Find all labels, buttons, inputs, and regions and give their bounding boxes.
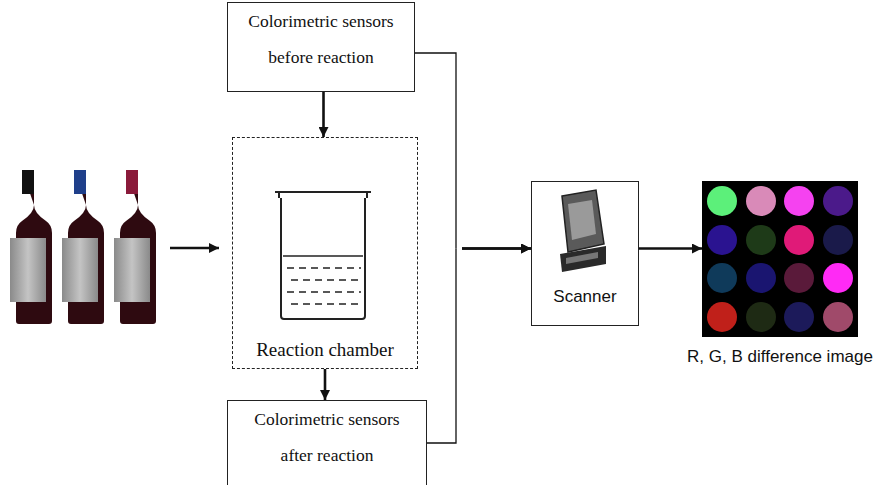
image-caption: R, G, B difference image bbox=[672, 347, 888, 367]
wine-bottle bbox=[10, 170, 52, 324]
wine-bottle bbox=[62, 170, 104, 324]
node-label: Colorimetric sensors after reaction bbox=[239, 401, 415, 473]
connector-arrow bbox=[322, 92, 325, 137]
connector-arrow bbox=[639, 247, 702, 250]
reaction-chamber: Reaction chamber bbox=[232, 137, 418, 369]
beaker-icon bbox=[233, 138, 419, 338]
sensor-box: Colorimetric sensors after reaction bbox=[227, 400, 427, 485]
connector-arrow bbox=[427, 249, 456, 444]
sensor-box: Colorimetric sensors before reaction bbox=[227, 2, 415, 92]
difference-image: R, G, B difference image bbox=[702, 181, 858, 337]
scanner-icon bbox=[532, 182, 632, 282]
connector-arrow bbox=[462, 247, 531, 250]
input-arrow bbox=[170, 247, 219, 250]
wine-bottle bbox=[114, 170, 156, 324]
node-label: Colorimetric sensors before reaction bbox=[233, 3, 409, 75]
color-spot-array bbox=[702, 181, 858, 337]
scanner-box: Scanner bbox=[531, 181, 639, 326]
node-label: Reaction chamber bbox=[256, 338, 394, 362]
connector-arrow bbox=[462, 247, 531, 250]
connector-arrow bbox=[415, 53, 456, 249]
connector-arrow bbox=[324, 369, 327, 400]
node-label: Scanner bbox=[532, 286, 638, 308]
